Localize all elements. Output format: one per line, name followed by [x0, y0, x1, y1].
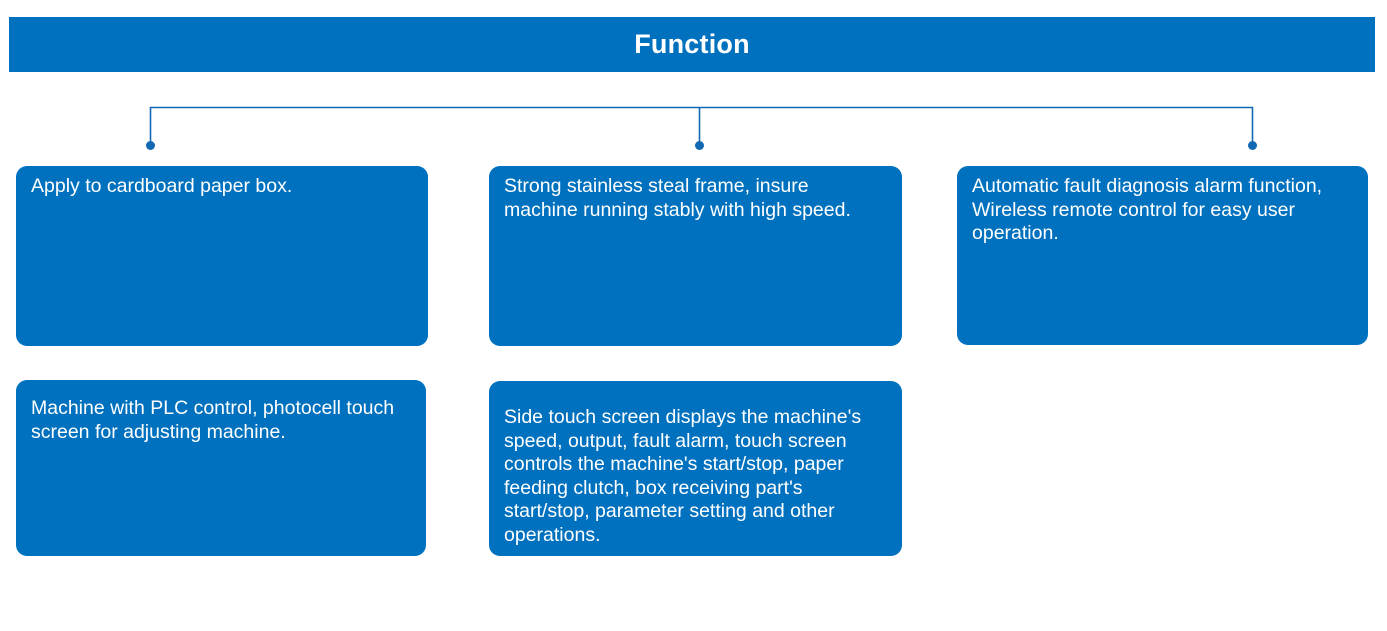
- function-box-touch-screen: Side touch screen displays the machine's…: [489, 381, 902, 556]
- function-box-cardboard: Apply to cardboard paper box.: [16, 166, 428, 346]
- function-box-frame: Strong stainless steal frame, insure mac…: [489, 166, 902, 346]
- connector-dot-center: [695, 141, 704, 150]
- header-banner: Function: [9, 17, 1375, 72]
- function-box-plc-control: Machine with PLC control, photocell touc…: [16, 380, 426, 556]
- connector-dot-left: [146, 141, 155, 150]
- function-box-alarm-remote: Automatic fault diagnosis alarm function…: [957, 166, 1368, 345]
- page-title: Function: [634, 29, 750, 59]
- connector-dot-right: [1248, 141, 1257, 150]
- connector-bracket-line: [149, 106, 1254, 142]
